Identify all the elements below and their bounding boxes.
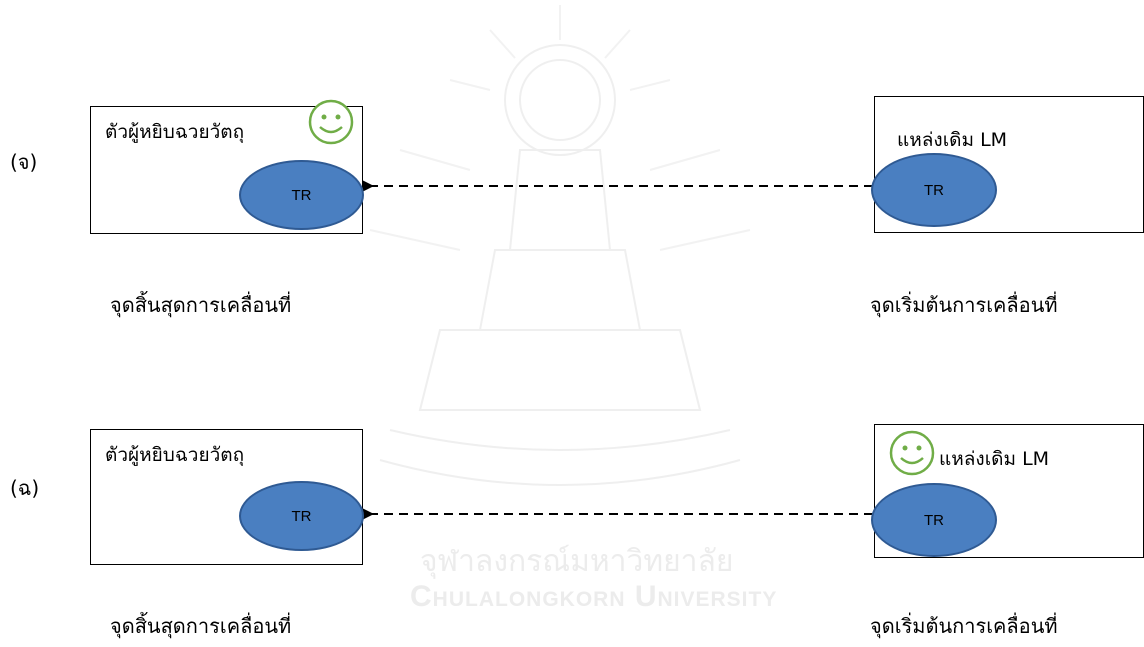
smiley-icon bbox=[308, 99, 354, 145]
tr-label: TR bbox=[291, 507, 312, 525]
tr-label: TR bbox=[291, 186, 312, 204]
source-title-2: แหล่งเดิม LM bbox=[939, 448, 1050, 470]
start-caption-1: จุดเริ่มต้นการเคลื่อนที่ bbox=[870, 293, 1058, 317]
row-tag-2: (ฉ) bbox=[10, 476, 40, 500]
source-title-1: แหล่งเดิม LM bbox=[897, 129, 1008, 151]
row-tag-1: (จ) bbox=[10, 150, 38, 174]
tr-ellipse-receiver-1: TR bbox=[239, 160, 364, 230]
tr-ellipse-source-1: TR bbox=[871, 153, 997, 227]
end-caption-2: จุดสิ้นสุดการเคลื่อนที่ bbox=[110, 614, 292, 638]
tr-label: TR bbox=[924, 181, 944, 199]
tr-label: TR bbox=[924, 511, 944, 529]
end-caption-1: จุดสิ้นสุดการเคลื่อนที่ bbox=[110, 293, 292, 317]
smiley-icon bbox=[889, 430, 935, 476]
tr-ellipse-source-2: TR bbox=[871, 483, 997, 557]
tr-ellipse-receiver-2: TR bbox=[239, 481, 364, 551]
receiver-title-2: ตัวผู้หยิบฉวยวัตถุ bbox=[105, 444, 245, 466]
start-caption-2: จุดเริ่มต้นการเคลื่อนที่ bbox=[870, 614, 1058, 638]
receiver-title-1: ตัวผู้หยิบฉวยวัตถุ bbox=[105, 121, 245, 143]
